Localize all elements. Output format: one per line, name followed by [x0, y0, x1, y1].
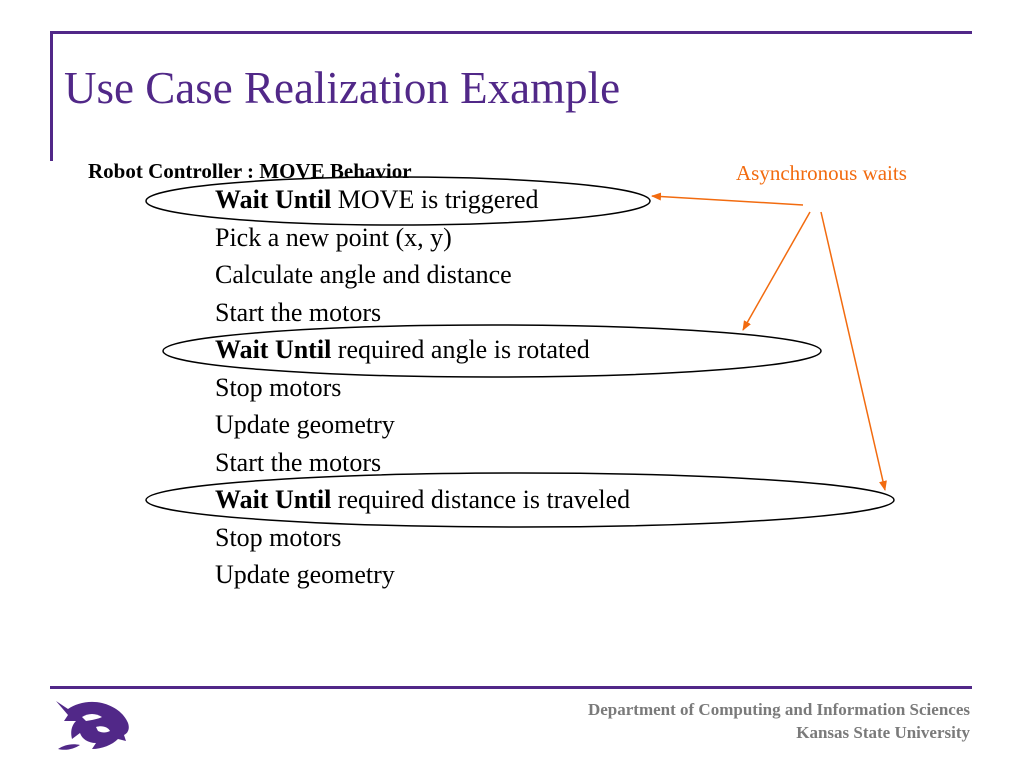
- left-border-line: [50, 31, 53, 161]
- step-pick-point: Pick a new point (x, y): [215, 223, 630, 261]
- step-stop-motors: Stop motors: [215, 373, 630, 411]
- step-text: Stop motors: [215, 372, 342, 402]
- step-keyword: Wait Until: [215, 185, 332, 214]
- step-text: Calculate angle and distance: [215, 260, 512, 289]
- top-border-line: [50, 31, 972, 34]
- wildcat-logo-icon: [56, 701, 129, 750]
- step-stop-motors: Stop motors: [215, 523, 630, 561]
- arrow-to-wait-distance: [820, 211, 887, 491]
- step-keyword: Wait Until: [215, 485, 332, 514]
- step-text: Pick a new point (x, y): [215, 222, 452, 252]
- step-start-motors: Start the motors: [215, 298, 630, 336]
- step-calculate: Calculate angle and distance: [215, 260, 630, 298]
- step-text: Update geometry: [215, 560, 395, 589]
- slide-title: Use Case Realization Example: [64, 63, 621, 113]
- arrow-to-wait-move: [651, 192, 804, 206]
- arrow-to-wait-angle: [742, 211, 811, 331]
- step-start-motors: Start the motors: [215, 448, 630, 486]
- step-keyword: Wait Until: [215, 335, 332, 364]
- step-text: Start the motors: [215, 447, 382, 477]
- step-text: required angle is rotated: [331, 335, 590, 364]
- footer-text: Department of Computing and Information …: [588, 698, 970, 744]
- step-list: Wait Until MOVE is triggered Pick a new …: [215, 185, 630, 598]
- step-text: MOVE is triggered: [331, 185, 539, 214]
- step-text: required distance is traveled: [331, 485, 631, 514]
- step-text: Stop motors: [215, 522, 342, 552]
- footer-university: Kansas State University: [796, 723, 970, 742]
- step-wait-distance: Wait Until required distance is traveled: [215, 485, 630, 523]
- step-text: Update geometry: [215, 410, 395, 439]
- step-text: Start the motors: [215, 297, 382, 327]
- footer-rule: [50, 686, 972, 689]
- asynchronous-waits-label: Asynchronous waits: [736, 161, 907, 185]
- behavior-heading: Robot Controller : MOVE Behavior: [88, 159, 412, 183]
- footer-department: Department of Computing and Information …: [587, 700, 970, 719]
- step-update-geometry: Update geometry: [215, 560, 630, 598]
- step-wait-angle: Wait Until required angle is rotated: [215, 335, 630, 373]
- step-wait-move: Wait Until MOVE is triggered: [215, 185, 630, 223]
- step-update-geometry: Update geometry: [215, 410, 630, 448]
